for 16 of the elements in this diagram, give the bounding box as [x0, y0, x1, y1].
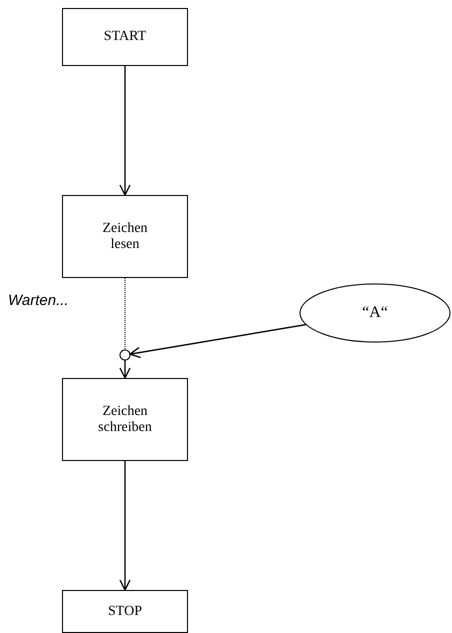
process-box [62, 378, 188, 461]
arrow [129, 324, 306, 358]
box-label: STOP [107, 604, 143, 620]
arrow [119, 66, 131, 196]
arrow [119, 360, 131, 379]
ellipse-label: “A“ [361, 304, 389, 322]
box-label: START [102, 29, 148, 45]
process-box [62, 8, 188, 66]
process-box [62, 590, 188, 633]
arrow [119, 461, 131, 591]
process-box [62, 195, 188, 278]
box-label: Zeichen lesen [101, 220, 149, 252]
data-ellipse [300, 284, 450, 342]
connector-circle [120, 350, 130, 360]
box-label: Zeichen schreiben [97, 404, 153, 436]
note-text: Warten... [8, 292, 69, 309]
